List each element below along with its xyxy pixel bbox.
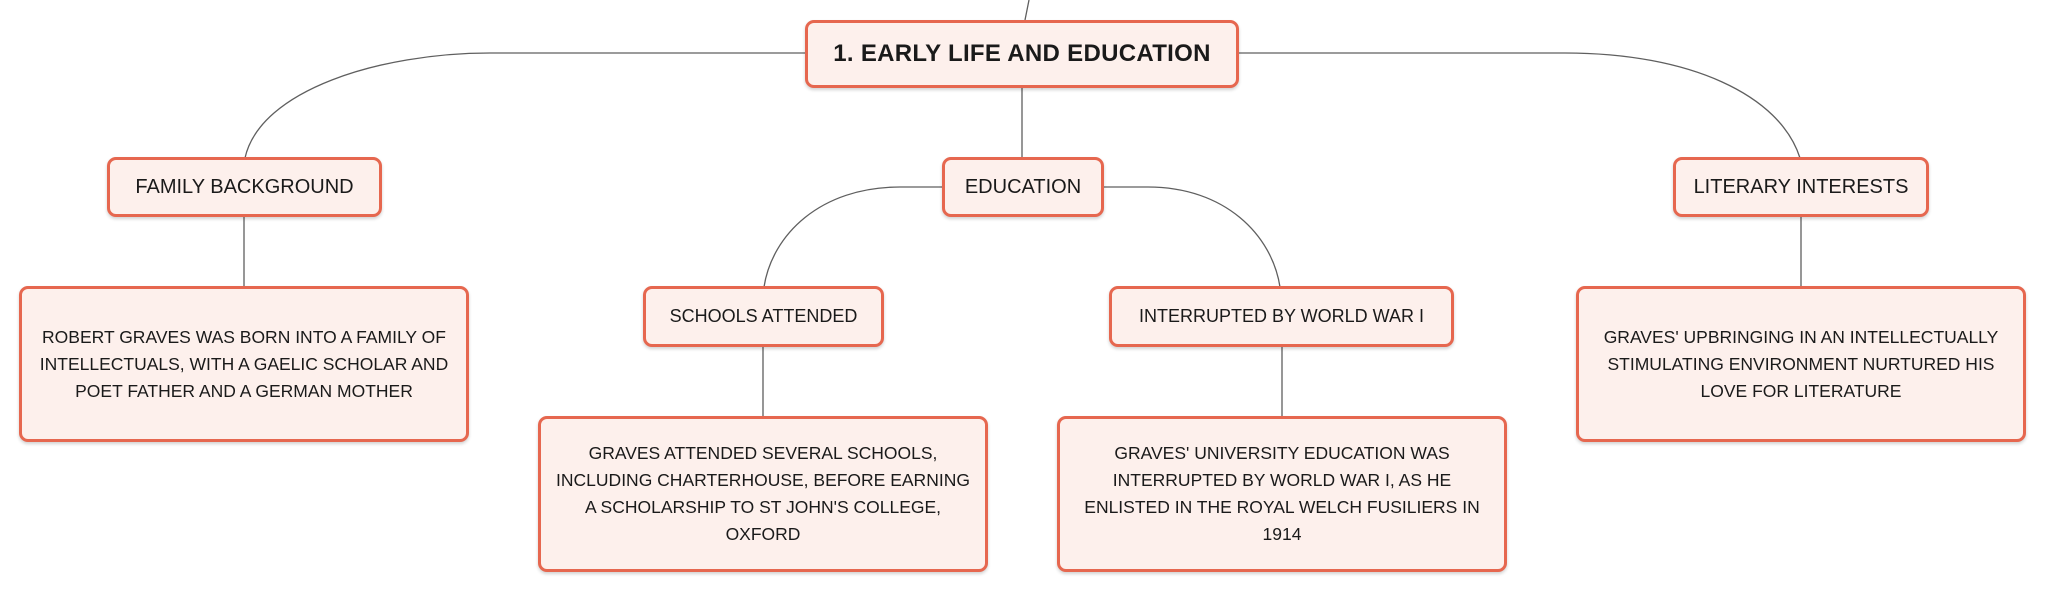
interrupted-by-ww1-detail-node[interactable]: GRAVES' UNIVERSITY EDUCATION WAS INTERRU… [1057, 416, 1507, 572]
connector-root-family [244, 52, 806, 159]
literary-interests-label: LITERARY INTERESTS [1693, 175, 1909, 198]
family-background-detail-text: ROBERT GRAVES WAS BORN INTO A FAMILY OF … [39, 326, 449, 401]
literary-interests-detail-text: GRAVES' UPBRINGING IN AN INTELLECTUALLY … [1603, 326, 1999, 401]
schools-attended-detail-node[interactable]: GRAVES ATTENDED SEVERAL SCHOOLS, INCLUDI… [538, 416, 988, 572]
family-background-label: FAMILY BACKGROUND [135, 175, 354, 198]
family-background-detail-node[interactable]: ROBERT GRAVES WAS BORN INTO A FAMILY OF … [19, 286, 469, 442]
connector-education-schools [763, 186, 943, 288]
interrupted-by-ww1-detail-text: GRAVES' UNIVERSITY EDUCATION WAS INTERRU… [1084, 443, 1480, 544]
schools-attended-label: SCHOOLS ATTENDED [669, 306, 858, 326]
education-node[interactable]: EDUCATION [942, 157, 1104, 217]
root-node-label: 1. EARLY LIFE AND EDUCATION [833, 40, 1211, 67]
connector-root-parent [1024, 0, 1030, 21]
root-node[interactable]: 1. EARLY LIFE AND EDUCATION [805, 20, 1239, 88]
interrupted-by-ww1-node[interactable]: INTERRUPTED BY WORLD WAR I [1109, 286, 1454, 347]
education-label: EDUCATION [964, 175, 1082, 198]
literary-interests-node[interactable]: LITERARY INTERESTS [1673, 157, 1929, 217]
connector-education-interrupted [1103, 186, 1281, 288]
interrupted-by-ww1-label: INTERRUPTED BY WORLD WAR I [1138, 306, 1425, 326]
family-background-node[interactable]: FAMILY BACKGROUND [107, 157, 382, 217]
connector-root-literary [1239, 52, 1801, 159]
schools-attended-node[interactable]: SCHOOLS ATTENDED [643, 286, 884, 347]
schools-attended-detail-text: GRAVES ATTENDED SEVERAL SCHOOLS, INCLUDI… [556, 443, 970, 544]
literary-interests-detail-node[interactable]: GRAVES' UPBRINGING IN AN INTELLECTUALLY … [1576, 286, 2026, 442]
